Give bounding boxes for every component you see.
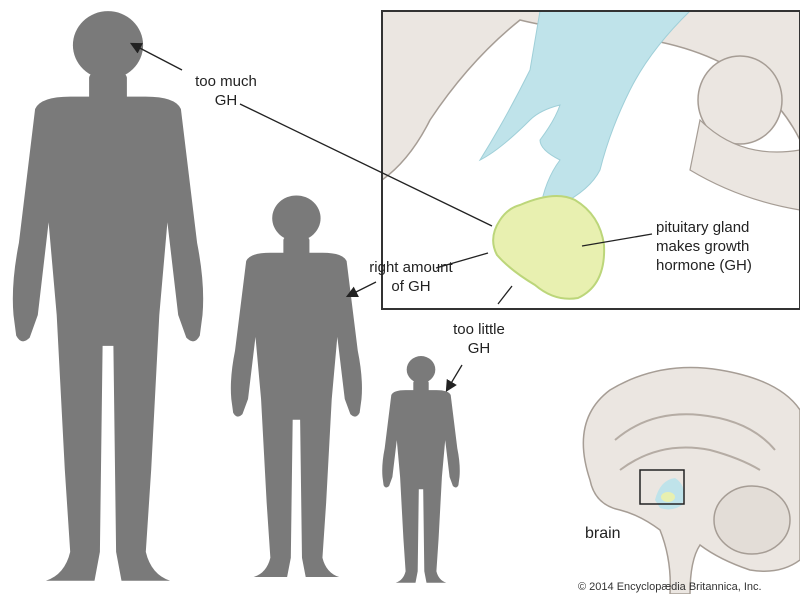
arrow-head-icon bbox=[445, 364, 463, 393]
arrow-head-icon bbox=[345, 281, 377, 298]
arrow-head-icon bbox=[129, 42, 183, 71]
label-right-amount-gh: right amount of GH bbox=[369, 259, 453, 295]
label-brain: brain bbox=[585, 525, 621, 542]
copyright-credit: © 2014 Encyclopædia Britannica, Inc. bbox=[578, 581, 762, 593]
person-too-much-gh bbox=[12, 11, 204, 581]
inset-frame bbox=[381, 10, 800, 310]
label-pituitary-gland: pituitary gland makes growth hormone (GH… bbox=[656, 219, 752, 274]
arrows bbox=[129, 42, 463, 393]
leader-lines bbox=[239, 103, 653, 305]
person-right-amount-gh bbox=[230, 195, 362, 578]
label-too-much-gh: too much GH bbox=[195, 73, 257, 109]
brain-illustration bbox=[582, 366, 800, 594]
pituitary-inset bbox=[381, 10, 800, 310]
label-too-little-gh: too little GH bbox=[453, 321, 505, 357]
person-too-little-gh bbox=[382, 356, 460, 583]
pituitary-gland-shape bbox=[492, 195, 606, 300]
inset-locator-box bbox=[639, 469, 685, 505]
